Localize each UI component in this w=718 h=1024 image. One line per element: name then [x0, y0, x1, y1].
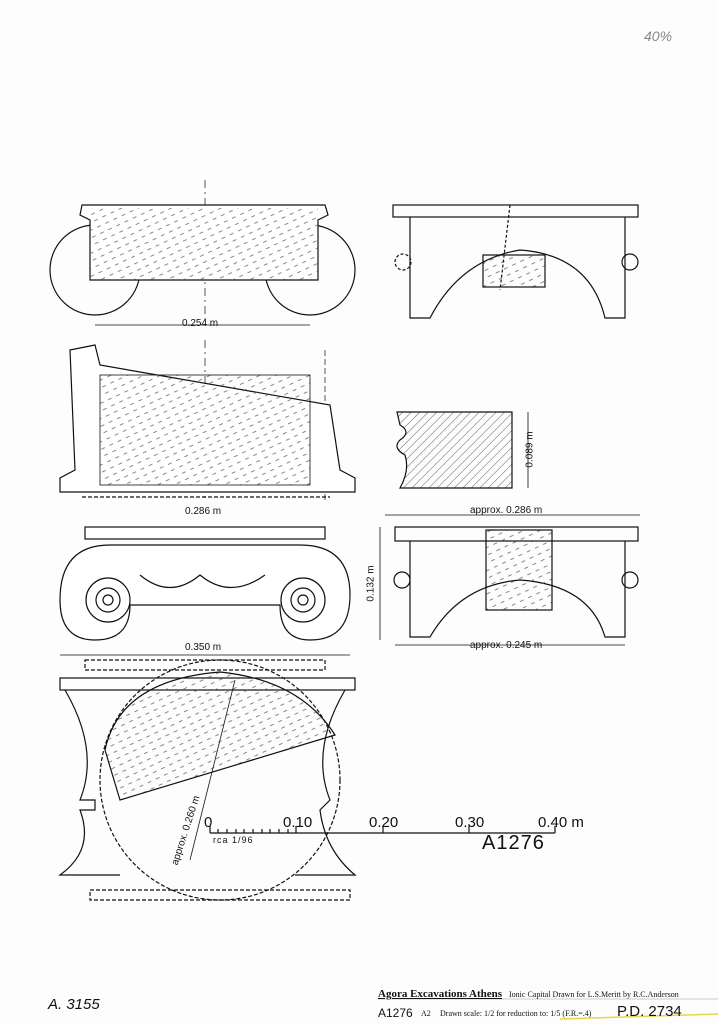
front-elevation	[59, 526, 381, 656]
title-number: A1276	[378, 1006, 413, 1020]
title-scale-note: Drawn scale: 1/2 for reduction to: 1/5 (…	[440, 1009, 592, 1018]
top-view	[49, 180, 356, 326]
drafter-initials: rca 1/96	[213, 835, 254, 845]
scale-tick-40: 0.40 m	[538, 814, 584, 831]
dim-profile-height: 0.089 m	[524, 431, 536, 468]
title-sheet: A2	[421, 1009, 431, 1018]
side-view-lower	[393, 526, 639, 646]
dim-front-height: 0.132 m	[365, 565, 377, 602]
side-elevation	[59, 340, 356, 500]
scale-bar	[209, 826, 556, 834]
dim-approx-bottom: approx. 0.245 m	[470, 640, 543, 651]
scale-tick-30: 0.30	[455, 814, 485, 831]
highlight-mark	[559, 1013, 718, 1020]
dim-top-width: 0.254 m	[182, 318, 219, 329]
dim-side-width: 0.286 m	[185, 506, 222, 517]
catalog-number: A1276	[482, 832, 545, 854]
title-description: Ionic Capital Drawn for L.S.Meritt by R.…	[509, 990, 679, 999]
dim-approx-top: approx. 0.286 m	[470, 505, 543, 516]
plate-number: P.D. 2734	[617, 1003, 682, 1020]
profile-section	[385, 411, 640, 516]
scale-tick-20: 0.20	[369, 814, 399, 831]
dim-overall-width: 0.350 m	[185, 642, 222, 653]
plan-view	[58, 659, 357, 901]
side-view-top	[392, 204, 639, 319]
inventory-note: A. 3155	[48, 996, 100, 1013]
scale-tick-10: 0.10	[283, 814, 313, 831]
percent-note: 40%	[644, 28, 673, 44]
scale-tick-0: 0	[204, 814, 213, 831]
title-heading: Agora Excavations Athens	[378, 988, 503, 1000]
